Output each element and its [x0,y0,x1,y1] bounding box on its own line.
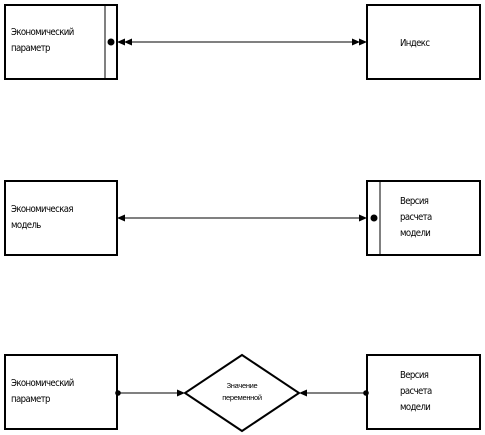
entity-economic-parameter-box[interactable] [4,4,118,80]
relationship-dot [370,214,378,222]
left-arrowhead [117,38,125,46]
relationship-dot [107,38,115,46]
entity-label-line3: модели [400,228,430,239]
entity-label-line1: Экономический [11,27,74,38]
right-arrowhead [359,38,367,46]
entity-label-line1: Экономическая [11,204,73,215]
row1: Экономический параметр Индекс [4,4,481,80]
entity-label-line2: параметр [11,394,50,405]
relationship-label-line1: Значение [227,381,258,390]
relationship-dot [363,390,369,396]
entity-economic-parameter-box[interactable] [4,354,118,430]
row3: Экономический параметр Значение переменн… [4,353,481,433]
entity-label-line1: Версия [400,370,429,381]
entity-label-line1: Экономический [11,378,74,389]
right-arrowhead-2 [352,38,360,46]
relationship-diamond[interactable] [183,353,301,433]
entity-economic-model-box[interactable] [4,180,118,256]
entity-label-line3: модели [400,402,430,413]
entity-label-line2: расчета [400,386,432,397]
left-arrowhead-2 [124,38,132,46]
left-arrowhead [117,214,125,222]
entity-label-line2: модель [11,220,41,231]
relationship-label-line2: переменной [222,393,262,402]
entity-label-line1: Индекс [400,38,430,49]
left-connector-arrowhead [177,389,185,397]
entity-label-line1: Версия [400,196,429,207]
row2: Экономическая модель Версия расчета моде… [4,180,481,256]
relationship-dot [115,390,121,396]
entity-label-line2: параметр [11,43,50,54]
entity-label-line2: расчета [400,212,432,223]
right-arrowhead [359,214,367,222]
right-connector-arrowhead [299,389,307,397]
